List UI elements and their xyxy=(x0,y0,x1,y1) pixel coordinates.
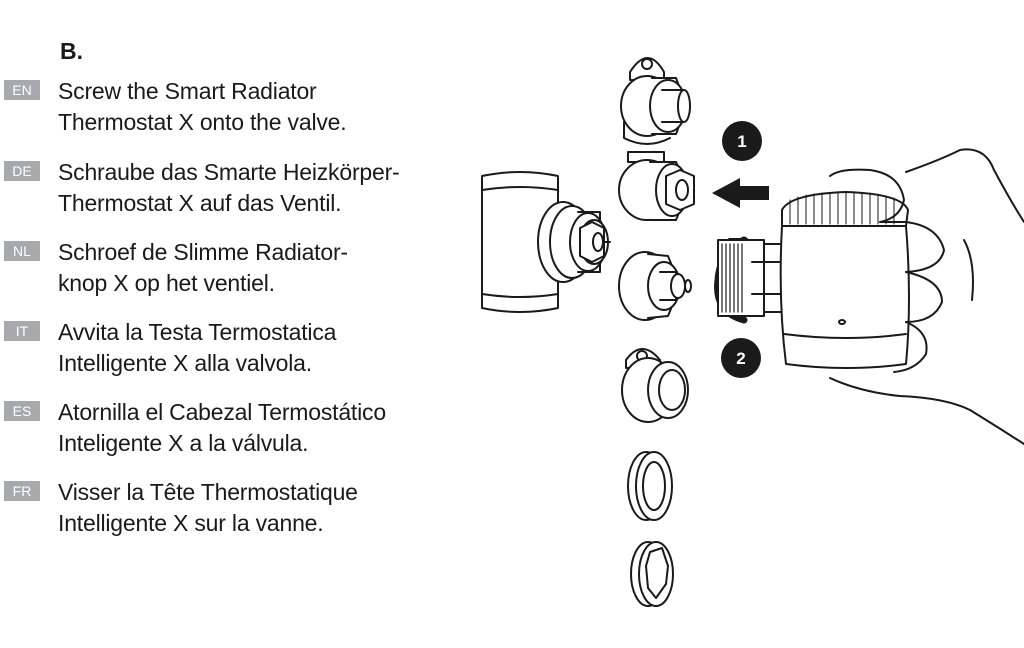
callout-2-label: 2 xyxy=(736,349,745,368)
installation-illustration: 1 2 xyxy=(470,40,1024,620)
language-badge: FR xyxy=(4,481,40,501)
language-badge: ES xyxy=(4,401,40,421)
instruction-line: Screw the Smart Radiator xyxy=(58,78,317,104)
instruction-line: knop X op het ventiel. xyxy=(58,270,275,296)
instruction-line: Atornilla el Cabezal Termostático xyxy=(58,399,386,425)
language-badge: DE xyxy=(4,161,40,181)
instruction-line: Avvita la Testa Termostatica xyxy=(58,319,337,345)
callout-1-label: 1 xyxy=(737,132,746,151)
instruction-line: Schraube das Smarte Heizkörper- xyxy=(58,159,400,185)
adapter-1-icon xyxy=(620,57,691,145)
step-label: B. xyxy=(60,38,83,64)
adapter-2-icon xyxy=(618,151,695,221)
instruction-line: Thermostat X auf das Ventil. xyxy=(58,190,342,216)
thermostat-icon xyxy=(717,191,910,369)
callout-2: 2 xyxy=(721,338,761,378)
arrow-left-icon xyxy=(712,178,769,208)
hand-icon xyxy=(829,148,1024,445)
radiator-valve-icon xyxy=(481,171,611,313)
instruction-line: Schroef de Slimme Radiator- xyxy=(58,239,348,265)
adapter-hex-icon xyxy=(630,541,674,607)
language-badge: EN xyxy=(4,80,40,100)
adapter-3-icon xyxy=(618,251,692,321)
adapter-4-icon xyxy=(621,348,689,423)
instruction-line: Intelligente X alla valvola. xyxy=(58,350,312,376)
language-badge: NL xyxy=(4,241,40,261)
instruction-line: Thermostat X onto the valve. xyxy=(58,109,347,135)
instruction-line: Inteligente X a la válvula. xyxy=(58,430,309,456)
adapter-ring-icon xyxy=(627,451,673,521)
language-badge: IT xyxy=(4,321,40,341)
instruction-line: Intelligente X sur la vanne. xyxy=(58,510,324,536)
instruction-line: Visser la Tête Thermostatique xyxy=(58,479,358,505)
callout-1: 1 xyxy=(722,121,762,161)
